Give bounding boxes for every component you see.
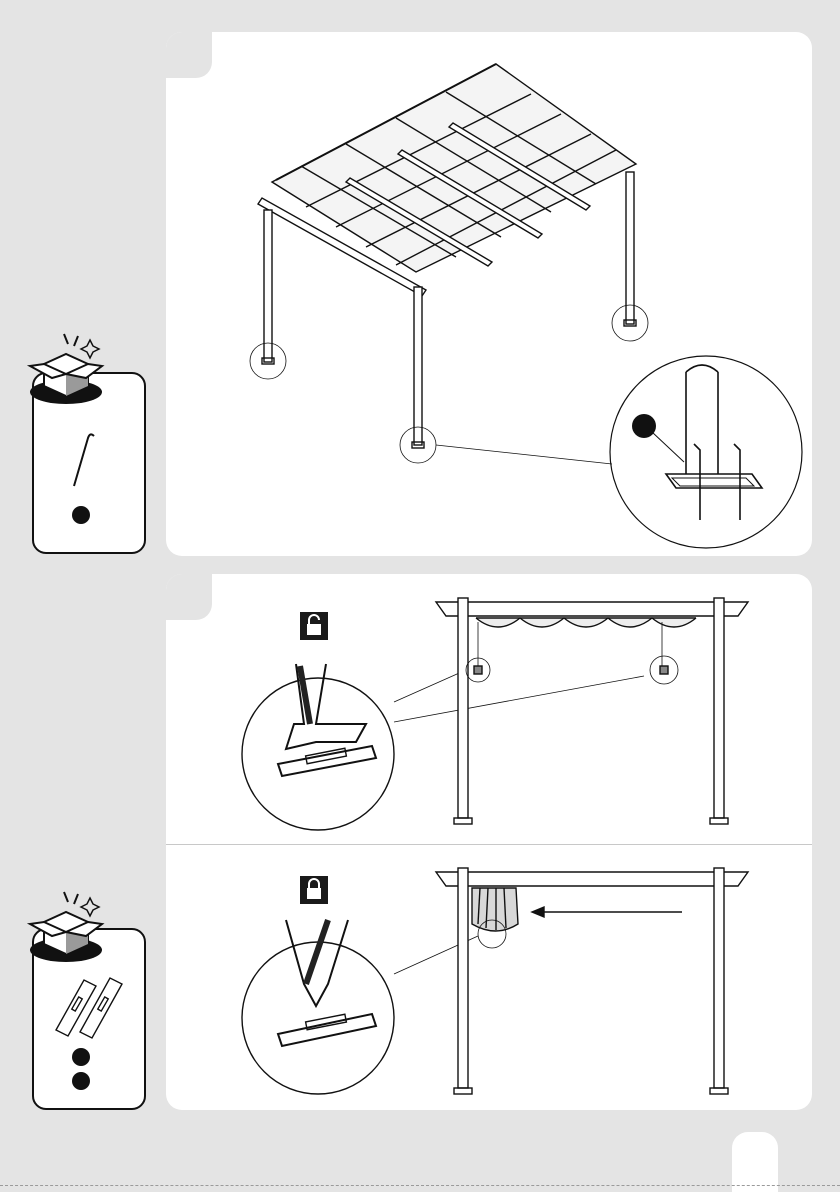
part-badge bbox=[72, 506, 90, 524]
page-number-tab bbox=[732, 1132, 778, 1192]
unlocked-pergola-front-view bbox=[166, 574, 812, 842]
step-1-panel bbox=[166, 32, 812, 556]
step-2-panel bbox=[166, 574, 812, 1110]
open-box-icon bbox=[16, 884, 116, 964]
locked-pergola-front-view bbox=[166, 844, 812, 1110]
page-number bbox=[732, 1132, 778, 1146]
open-box-icon bbox=[16, 326, 116, 406]
part-badge bbox=[72, 1048, 90, 1066]
part-badge bbox=[72, 1072, 90, 1090]
callout-part-badge bbox=[632, 414, 656, 438]
pergola-isometric-illustration bbox=[166, 32, 812, 556]
footer-rule bbox=[0, 1185, 840, 1192]
